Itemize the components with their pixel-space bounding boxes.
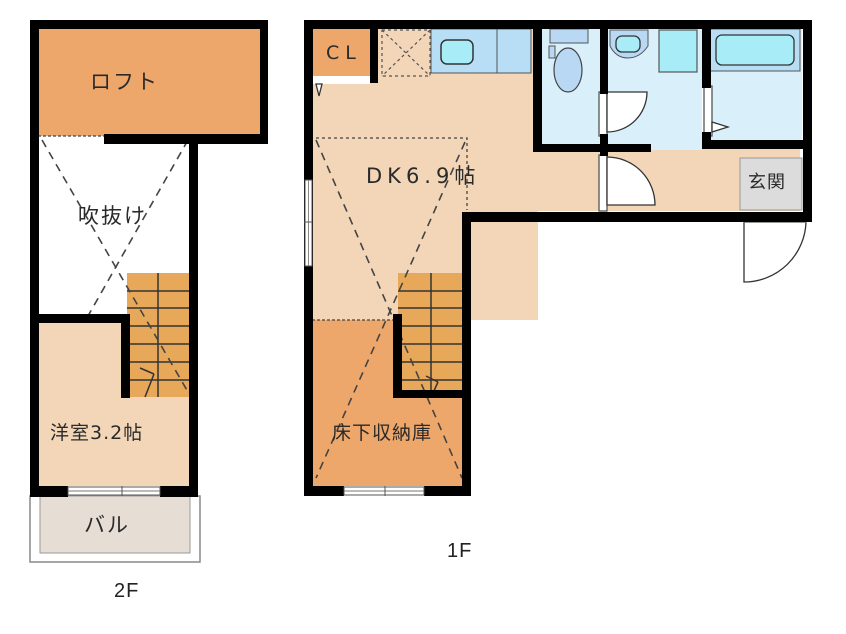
- closet-area: [312, 28, 374, 76]
- sink-icon: [440, 39, 474, 65]
- stairs-1f: [398, 273, 462, 397]
- washbasin-icon: [609, 29, 649, 59]
- dk-dashed-lines: [312, 137, 468, 479]
- fridge-space: [381, 29, 431, 77]
- walls-2f: [30, 20, 268, 497]
- entrance-area: [739, 157, 803, 211]
- dining-kitchen-label: DK6.9帖: [366, 164, 481, 188]
- closet-label: CL: [326, 42, 362, 64]
- void-label: 吹抜け: [78, 204, 147, 228]
- floor-1f: [304, 20, 812, 496]
- balcony-area: [39, 495, 191, 554]
- toilet-door-swing: [606, 91, 648, 133]
- floor-2f: [29, 20, 268, 563]
- underfloor-storage-label: 床下収納庫: [332, 422, 433, 444]
- doors-1f: [312, 76, 807, 283]
- window-2f: [67, 486, 161, 496]
- toilet-icon: [548, 28, 589, 93]
- hall-door-swing: [606, 156, 656, 206]
- washing-machine-icon: [658, 29, 698, 73]
- floor-label-1f: 1F: [447, 540, 473, 562]
- western-room-label: 洋室3.2帖: [50, 422, 144, 444]
- balcony-label: バル: [84, 513, 130, 537]
- entrance-door-swing: [743, 221, 807, 283]
- loft-area: [38, 28, 260, 136]
- void-dashed-lines: [38, 135, 189, 393]
- floor-label-2f: 2F: [114, 580, 140, 602]
- loft-label: ロフト: [90, 70, 159, 94]
- windows-1f: [304, 179, 425, 496]
- bathtub-icon: [715, 34, 795, 66]
- entrance-label: 玄関: [748, 172, 786, 193]
- kitchen-counter: [430, 28, 532, 74]
- stairs-2f: [127, 273, 189, 398]
